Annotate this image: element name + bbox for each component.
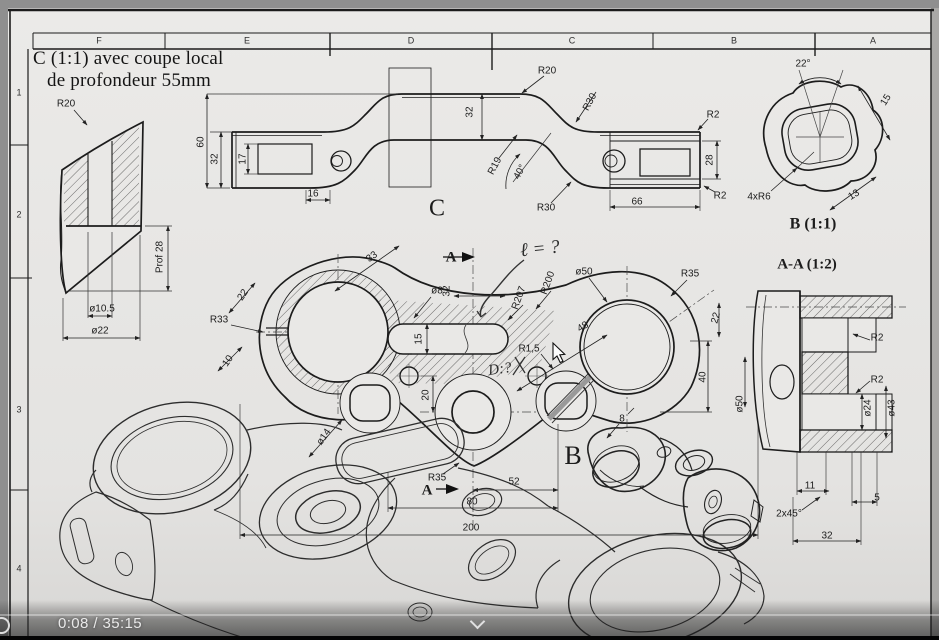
- dim-r1-5: R1,5: [518, 344, 540, 355]
- note-title-line1: C (1:1) avec coupe local: [33, 48, 224, 69]
- player-control-icon-partial[interactable]: [0, 617, 10, 634]
- col-f: F: [96, 35, 102, 45]
- dim-4xr6: 4xR6: [747, 192, 771, 203]
- section-a-top: A: [446, 249, 457, 265]
- view-label-c: C: [429, 196, 445, 222]
- section-a-bottom: A: [422, 482, 433, 498]
- row-1: 1: [16, 87, 21, 97]
- dim-22deg: 22°: [795, 59, 810, 70]
- col-a: A: [870, 35, 876, 45]
- handwriting-r-question: ℓ = ?: [519, 236, 561, 261]
- isometric-view-large: [59, 401, 765, 640]
- player-time-separator: /: [88, 615, 103, 632]
- dim-r20-top: R20: [538, 66, 557, 77]
- isometric-view-small: [586, 407, 764, 552]
- dim-dia50-plan: ø50: [575, 267, 593, 278]
- view-plan: [256, 248, 715, 532]
- col-b: B: [731, 35, 737, 45]
- dim-66: 66: [631, 197, 643, 208]
- player-gradient-overlay: [0, 600, 939, 636]
- dim-r30-lower: R30: [537, 203, 556, 214]
- col-d: D: [408, 35, 415, 45]
- dim-prof28: Prof 28: [155, 240, 166, 273]
- dim-r33: R33: [210, 315, 229, 326]
- dim-dia24: ø24: [863, 399, 874, 417]
- col-e: E: [244, 35, 250, 45]
- view-label-b11: B (1:1): [790, 216, 837, 233]
- player-time-display: 0:08 / 35:15: [58, 615, 142, 632]
- dim-dia43: ø43: [887, 399, 898, 417]
- dim-60: 60: [196, 136, 207, 148]
- dim-r35-lower: R35: [428, 473, 447, 484]
- view-label-b-pointer: B: [564, 441, 581, 470]
- view-detail-b: [762, 69, 891, 211]
- dim-8: 8: [619, 414, 625, 425]
- dim-dia10-5: ø10.5: [89, 304, 115, 315]
- view-section-aa: [743, 290, 906, 545]
- dim-r35-upper: R35: [681, 269, 700, 280]
- drawing-frame: [8, 8, 934, 636]
- dim-22-right: 22: [709, 311, 723, 325]
- page-margin-right: [931, 8, 939, 640]
- player-duration: 35:15: [102, 615, 143, 632]
- dim-16: 16: [307, 189, 319, 200]
- view-front-c: [231, 67, 701, 189]
- view-label-aa: A-A (1:2): [777, 256, 837, 272]
- dim-200: 200: [463, 523, 480, 534]
- dim-32-plan: 32: [442, 285, 453, 297]
- player-progress-bar[interactable]: [0, 614, 939, 616]
- mouse-cursor: [552, 341, 567, 364]
- view-detail-c-section: [59, 109, 172, 341]
- dim-32-aa: 32: [821, 531, 833, 542]
- row-2: 2: [16, 209, 21, 219]
- dim-32-mid: 32: [465, 106, 476, 118]
- dim-20: 20: [421, 389, 432, 401]
- dim-dia22: ø22: [91, 326, 109, 337]
- dim-80: 80: [466, 497, 478, 508]
- handwriting-marks: [476, 259, 526, 376]
- view-front-c-dims: [205, 75, 721, 211]
- row-3: 3: [16, 404, 21, 414]
- dim-chamfer: 2x45°: [776, 509, 802, 520]
- dim-dia8: ø8: [431, 286, 443, 297]
- col-c: C: [569, 35, 576, 45]
- dim-28: 28: [705, 154, 716, 166]
- dim-r2-upper: R2: [707, 110, 720, 121]
- dim-r2-lower: R2: [714, 191, 727, 202]
- handwriting-d-question: D:?: [486, 360, 513, 379]
- dim-5: 5: [874, 493, 880, 504]
- dim-dia50-aa: ø50: [735, 395, 746, 413]
- dim-r2-aa-2: R2: [871, 375, 884, 386]
- dim-11: 11: [805, 481, 816, 492]
- player-bottom-bar: [0, 636, 939, 640]
- dim-17: 17: [238, 153, 249, 165]
- player-current-time: 0:08: [58, 615, 89, 632]
- dim-52: 52: [508, 477, 520, 488]
- dim-40: 40: [698, 371, 709, 383]
- dim-r20-detail: R20: [57, 99, 76, 110]
- row-4: 4: [16, 563, 21, 573]
- dim-r2-aa-1: R2: [871, 333, 884, 344]
- dim-15-plan: 15: [414, 333, 425, 345]
- note-title-line2: de profondeur 55mm: [47, 70, 212, 91]
- dim-32-left: 32: [210, 153, 221, 165]
